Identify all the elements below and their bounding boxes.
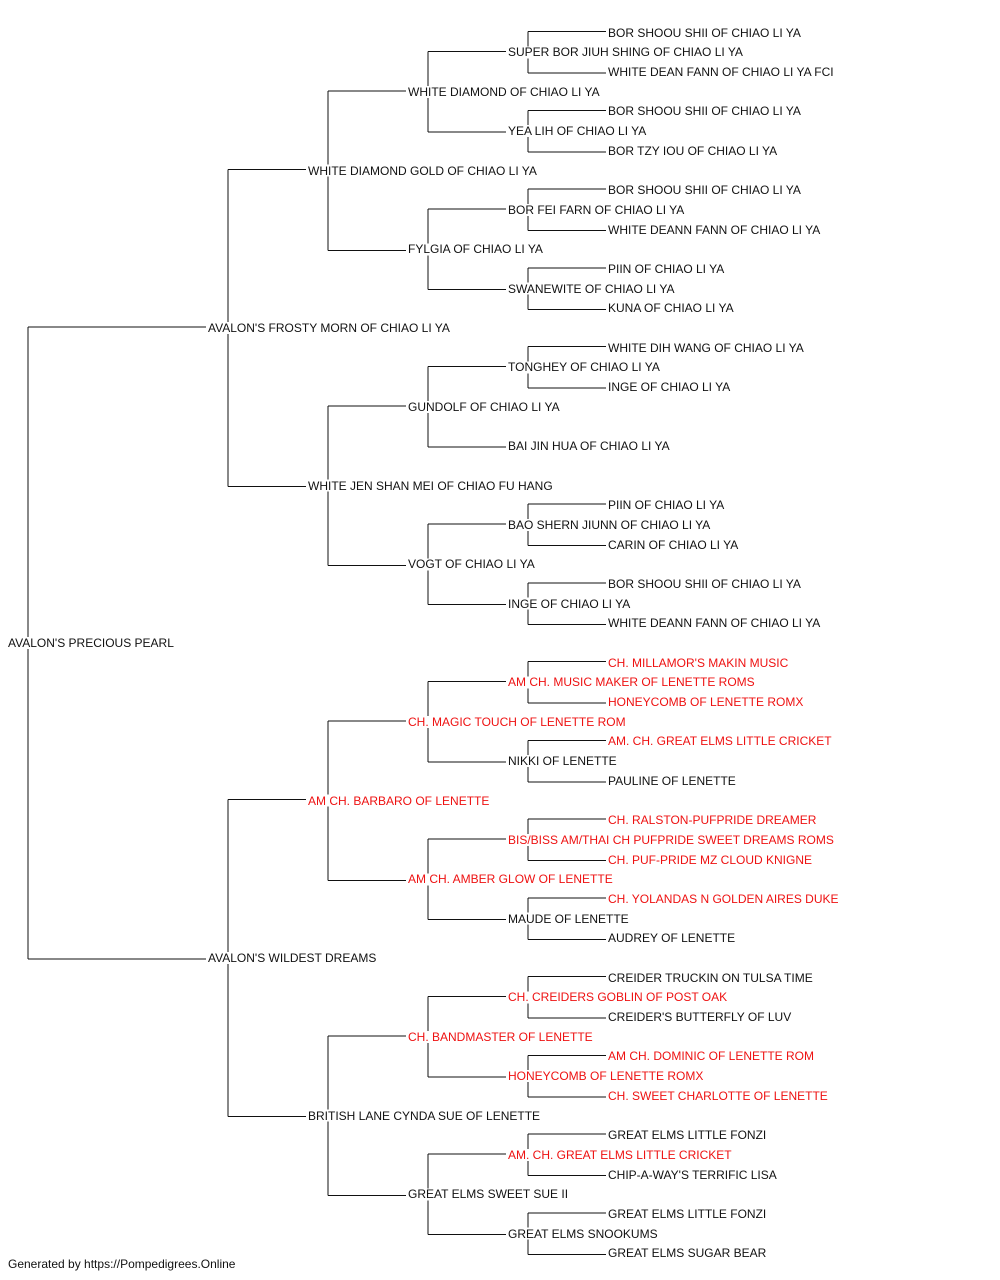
ancestor-name: SUPER BOR JIUH SHING OF CHIAO LI YA [508,45,743,60]
ancestor-name: MAUDE OF LENETTE [508,911,629,926]
ancestor-name: BAI JIN HUA OF CHIAO LI YA [508,439,670,454]
ancestor-name: YEA LIH OF CHIAO LI YA [508,124,647,139]
ancestor-name: NIKKI OF LENETTE [508,754,617,769]
ancestor-name: GREAT ELMS SUGAR BEAR [608,1246,767,1261]
ancestor-name: BRITISH LANE CYNDA SUE OF LENETTE [308,1108,541,1123]
ancestor-name: TONGHEY OF CHIAO LI YA [508,360,660,375]
ancestor-name: CARIN OF CHIAO LI YA [608,537,739,552]
ancestor-name: SWANEWITE OF CHIAO LI YA [508,281,675,296]
ancestor-name: BAO SHERN JIUNN OF CHIAO LI YA [508,517,711,532]
ancestor-name: AM CH. DOMINIC OF LENETTE ROM [608,1049,815,1064]
ancestor-name: BIS/BISS AM/THAI CH PUFPRIDE SWEET DREAM… [508,832,834,847]
ancestor-name: BOR SHOOU SHII OF CHIAO LI YA [608,25,801,40]
ancestor-name: INGE OF CHIAO LI YA [508,596,631,611]
ancestor-name: AM CH. BARBARO OF LENETTE [308,793,490,808]
ancestor-name: AVALON'S FROSTY MORN OF CHIAO LI YA [208,321,450,335]
ancestor-name: CH. RALSTON-PUFPRIDE DREAMER [608,813,817,828]
ancestor-name: BOR TZY IOU OF CHIAO LI YA [608,143,778,158]
ancestor-name: GUNDOLF OF CHIAO LI YA [408,399,560,414]
ancestor-name: CHIP-A-WAY'S TERRIFIC LISA [608,1167,777,1182]
subject-dog-name: AVALON'S PRECIOUS PEARL [8,636,174,650]
ancestor-name: HONEYCOMB OF LENETTE ROMX [508,1069,704,1084]
ancestor-name: PAULINE OF LENETTE [608,773,736,788]
ancestor-name: INGE OF CHIAO LI YA [608,380,731,395]
ancestor-name: WHITE JEN SHAN MEI OF CHIAO FU HANG [308,478,553,493]
ancestor-name: CH. MAGIC TOUCH OF LENETTE ROM [408,714,626,729]
ancestor-name: CH. YOLANDAS N GOLDEN AIRES DUKE [608,891,839,906]
ancestor-name: VOGT OF CHIAO LI YA [408,557,535,572]
ancestor-name: GREAT ELMS LITTLE FONZI [608,1128,767,1143]
ancestor-name: GREAT ELMS SWEET SUE II [408,1187,569,1202]
ancestor-name: PIIN OF CHIAO LI YA [608,498,725,513]
ancestor-name: WHITE DEANN FANN OF CHIAO LI YA [608,616,821,631]
ancestor-name: CH. BANDMASTER OF LENETTE [408,1029,593,1044]
ancestor-name: CH. PUF-PRIDE MZ CLOUD KNIGNE [608,852,813,867]
ancestor-name: BOR SHOOU SHII OF CHIAO LI YA [608,576,801,591]
ancestor-name: AUDREY OF LENETTE [608,931,736,946]
ancestor-name: WHITE DEAN FANN OF CHIAO LI YA FCI [608,65,834,80]
ancestor-name: AM CH. AMBER GLOW OF LENETTE [408,872,613,887]
ancestor-name: WHITE DIAMOND OF CHIAO LI YA [408,84,600,99]
ancestor-name: HONEYCOMB OF LENETTE ROMX [608,695,804,710]
ancestor-name: AM CH. MUSIC MAKER OF LENETTE ROMS [508,675,755,690]
ancestor-name: WHITE DIAMOND GOLD OF CHIAO LI YA [308,163,537,178]
ancestor-name: CH. CREIDERS GOBLIN OF POST OAK [508,990,728,1005]
ancestor-name: KUNA OF CHIAO LI YA [608,301,734,316]
ancestor-name: GREAT ELMS SNOOKUMS [508,1226,658,1241]
ancestor-name: AVALON'S WILDEST DREAMS [208,951,377,965]
ancestor-name: FYLGIA OF CHIAO LI YA [408,242,543,257]
ancestor-name: GREAT ELMS LITTLE FONZI [608,1206,767,1221]
ancestor-name: PIIN OF CHIAO LI YA [608,261,725,276]
ancestor-name: WHITE DEANN FANN OF CHIAO LI YA [608,222,821,237]
ancestor-name: CREIDER TRUCKIN ON TULSA TIME [608,970,813,985]
ancestor-name: WHITE DIH WANG OF CHIAO LI YA [608,340,804,355]
ancestor-name: BOR SHOOU SHII OF CHIAO LI YA [608,183,801,198]
ancestor-name: BOR FEI FARN OF CHIAO LI YA [508,202,685,217]
ancestor-name: CREIDER'S BUTTERFLY OF LUV [608,1010,792,1025]
ancestor-name: CH. MILLAMOR'S MAKIN MUSIC [608,655,789,670]
ancestor-name: AM. CH. GREAT ELMS LITTLE CRICKET [608,734,832,749]
ancestor-name: CH. SWEET CHARLOTTE OF LENETTE [608,1088,828,1103]
ancestor-name: BOR SHOOU SHII OF CHIAO LI YA [608,104,801,119]
footer-credit: Generated by https://Pompedigrees.Online [8,1257,236,1271]
ancestor-name: AM. CH. GREAT ELMS LITTLE CRICKET [508,1147,732,1162]
